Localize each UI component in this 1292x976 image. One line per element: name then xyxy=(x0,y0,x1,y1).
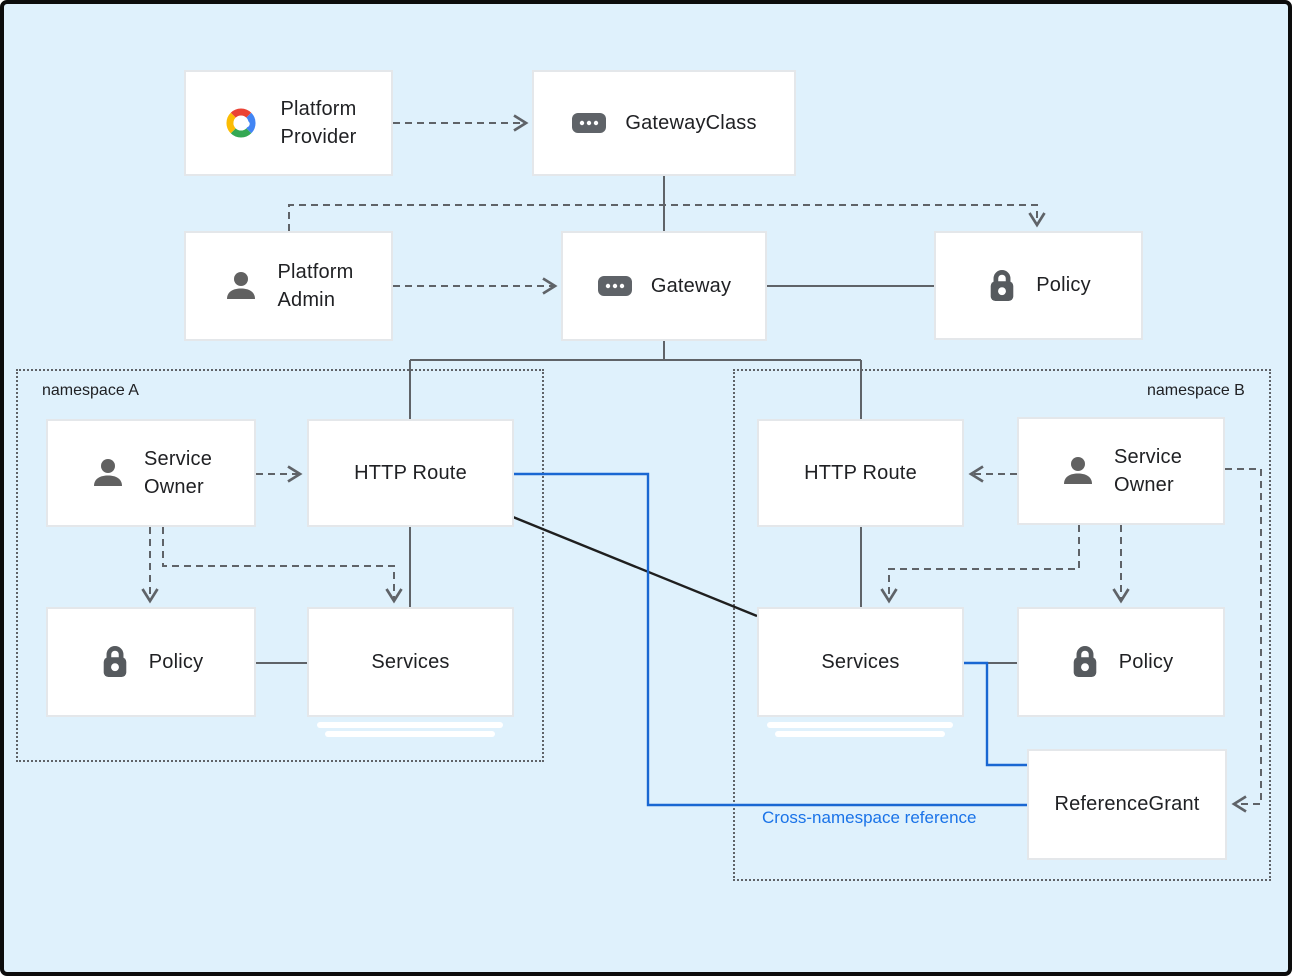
resource-chip-icon xyxy=(571,112,607,134)
policy-b-label: Policy xyxy=(1118,650,1174,673)
services-b-node: Services xyxy=(757,607,964,717)
policy-a-node: Policy xyxy=(46,607,256,717)
policy-a-label: Policy xyxy=(148,650,204,673)
services-b-stack-line-1 xyxy=(767,722,953,728)
person-icon xyxy=(223,268,259,304)
edge-httproute-a-services-b xyxy=(512,515,758,618)
policy-b-node: Policy xyxy=(1017,607,1225,717)
namespace-a-label: namespace A xyxy=(42,382,139,399)
service-owner-b-node: Service Owner xyxy=(1017,417,1225,525)
service-owner-a-node: Service Owner xyxy=(46,419,256,527)
http-route-b-label: HTTP Route xyxy=(804,461,917,484)
lock-icon xyxy=(99,643,131,681)
edge-httproute-a-referencegrant xyxy=(514,472,1027,807)
namespace-b-label: namespace B xyxy=(1147,382,1245,399)
platform-provider-label-line2: Provider xyxy=(280,126,357,148)
services-a-stack-line-2 xyxy=(325,731,495,737)
service-owner-b-label-line1: Service xyxy=(1113,446,1183,468)
services-a-label: Services xyxy=(371,650,450,673)
edge-owner-b-services-b xyxy=(880,525,1080,604)
gateway-node: Gateway xyxy=(561,231,767,341)
reference-grant-node: ReferenceGrant xyxy=(1027,749,1227,860)
platform-provider-label-line1: Platform xyxy=(280,98,357,120)
http-route-a-node: HTTP Route xyxy=(307,419,514,527)
cross-namespace-reference-label: Cross-namespace reference xyxy=(762,808,977,827)
http-route-a-label: HTTP Route xyxy=(354,461,467,484)
edge-owner-b-referencegrant xyxy=(1225,468,1262,813)
service-owner-a-label-line2: Owner xyxy=(143,476,204,498)
services-a-stack-line-1 xyxy=(317,722,503,728)
resource-chip-icon xyxy=(597,275,633,297)
platform-provider-node: Platform Provider xyxy=(184,70,393,176)
lock-icon xyxy=(1069,643,1101,681)
services-b-stack-line-2 xyxy=(775,731,945,737)
google-cloud-icon xyxy=(220,105,262,141)
http-route-b-node: HTTP Route xyxy=(757,419,964,527)
gateway-label: Gateway xyxy=(650,274,732,297)
service-owner-b-label-line2: Owner xyxy=(1113,474,1174,496)
person-icon xyxy=(1060,453,1096,489)
edge-owner-a-services-a xyxy=(162,527,403,604)
reference-grant-label: ReferenceGrant xyxy=(1054,793,1200,815)
services-b-label: Services xyxy=(821,650,900,673)
policy-top-label: Policy xyxy=(1036,274,1091,296)
person-icon xyxy=(90,455,126,491)
namespace-a-box xyxy=(16,369,544,762)
edge-admin-policy xyxy=(288,204,1046,231)
platform-admin-label-line1: Platform xyxy=(277,261,354,283)
service-owner-a-label-line1: Service xyxy=(143,448,213,470)
namespace-b-box xyxy=(733,369,1271,881)
gatewayclass-label: GatewayClass xyxy=(625,111,757,134)
connector-layer xyxy=(141,114,1262,813)
platform-admin-label-line2: Admin xyxy=(277,289,336,311)
lock-icon xyxy=(986,267,1018,305)
services-a-node: Services xyxy=(307,607,514,717)
gatewayclass-node: GatewayClass xyxy=(532,70,796,176)
policy-top-node: Policy xyxy=(934,231,1143,340)
platform-admin-node: Platform Admin xyxy=(184,231,393,341)
edge-services-b-referencegrant xyxy=(964,661,1027,767)
